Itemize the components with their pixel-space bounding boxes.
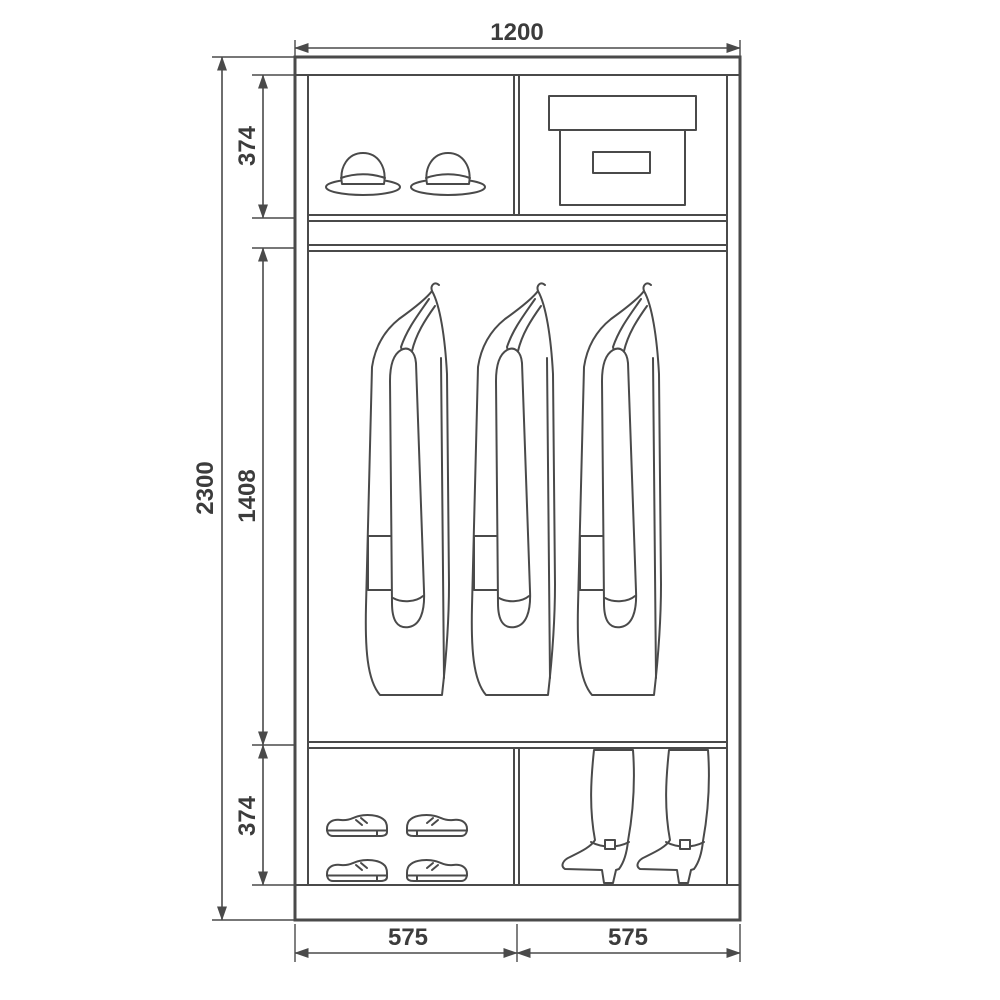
boot-icon [636,749,710,884]
hat-icon [325,152,401,196]
shoe-icon [406,814,468,837]
dim-overall-width: 1200 [294,19,741,57]
coat-icon [364,282,450,696]
bottom-divider [513,748,520,885]
coat-icon [470,282,556,696]
dim-overall-height: 2300 [192,56,295,921]
top-divider [513,75,520,215]
dim-label-bottom-right-width: 575 [608,924,648,951]
hanging-rod-shelf [308,244,727,252]
shoe-icon [326,814,388,837]
dim-top-section: 374 [234,74,295,219]
dim-label-overall-width: 1200 [490,19,543,46]
dim-label-middle-section: 1408 [234,469,261,522]
top-shelf [308,214,727,222]
dim-label-top-section: 374 [234,125,261,166]
dim-bottom-left-width: 575 [294,924,518,962]
dim-bottom-section: 374 [234,744,295,886]
coat-icon [576,282,662,696]
hat-icon [410,152,486,196]
shoe-icon [406,859,468,882]
dim-label-bottom-section: 374 [234,795,261,836]
dim-bottom-right-width: 575 [516,924,741,962]
cabinet-frame [293,55,742,922]
dim-middle-section: 1408 [234,247,295,746]
bottom-shelf [308,741,727,749]
box-icon [548,95,697,206]
dim-label-bottom-left-width: 575 [388,924,428,951]
shoe-icon [326,859,388,882]
dim-label-overall-height: 2300 [192,461,219,514]
boot-icon [561,749,635,884]
